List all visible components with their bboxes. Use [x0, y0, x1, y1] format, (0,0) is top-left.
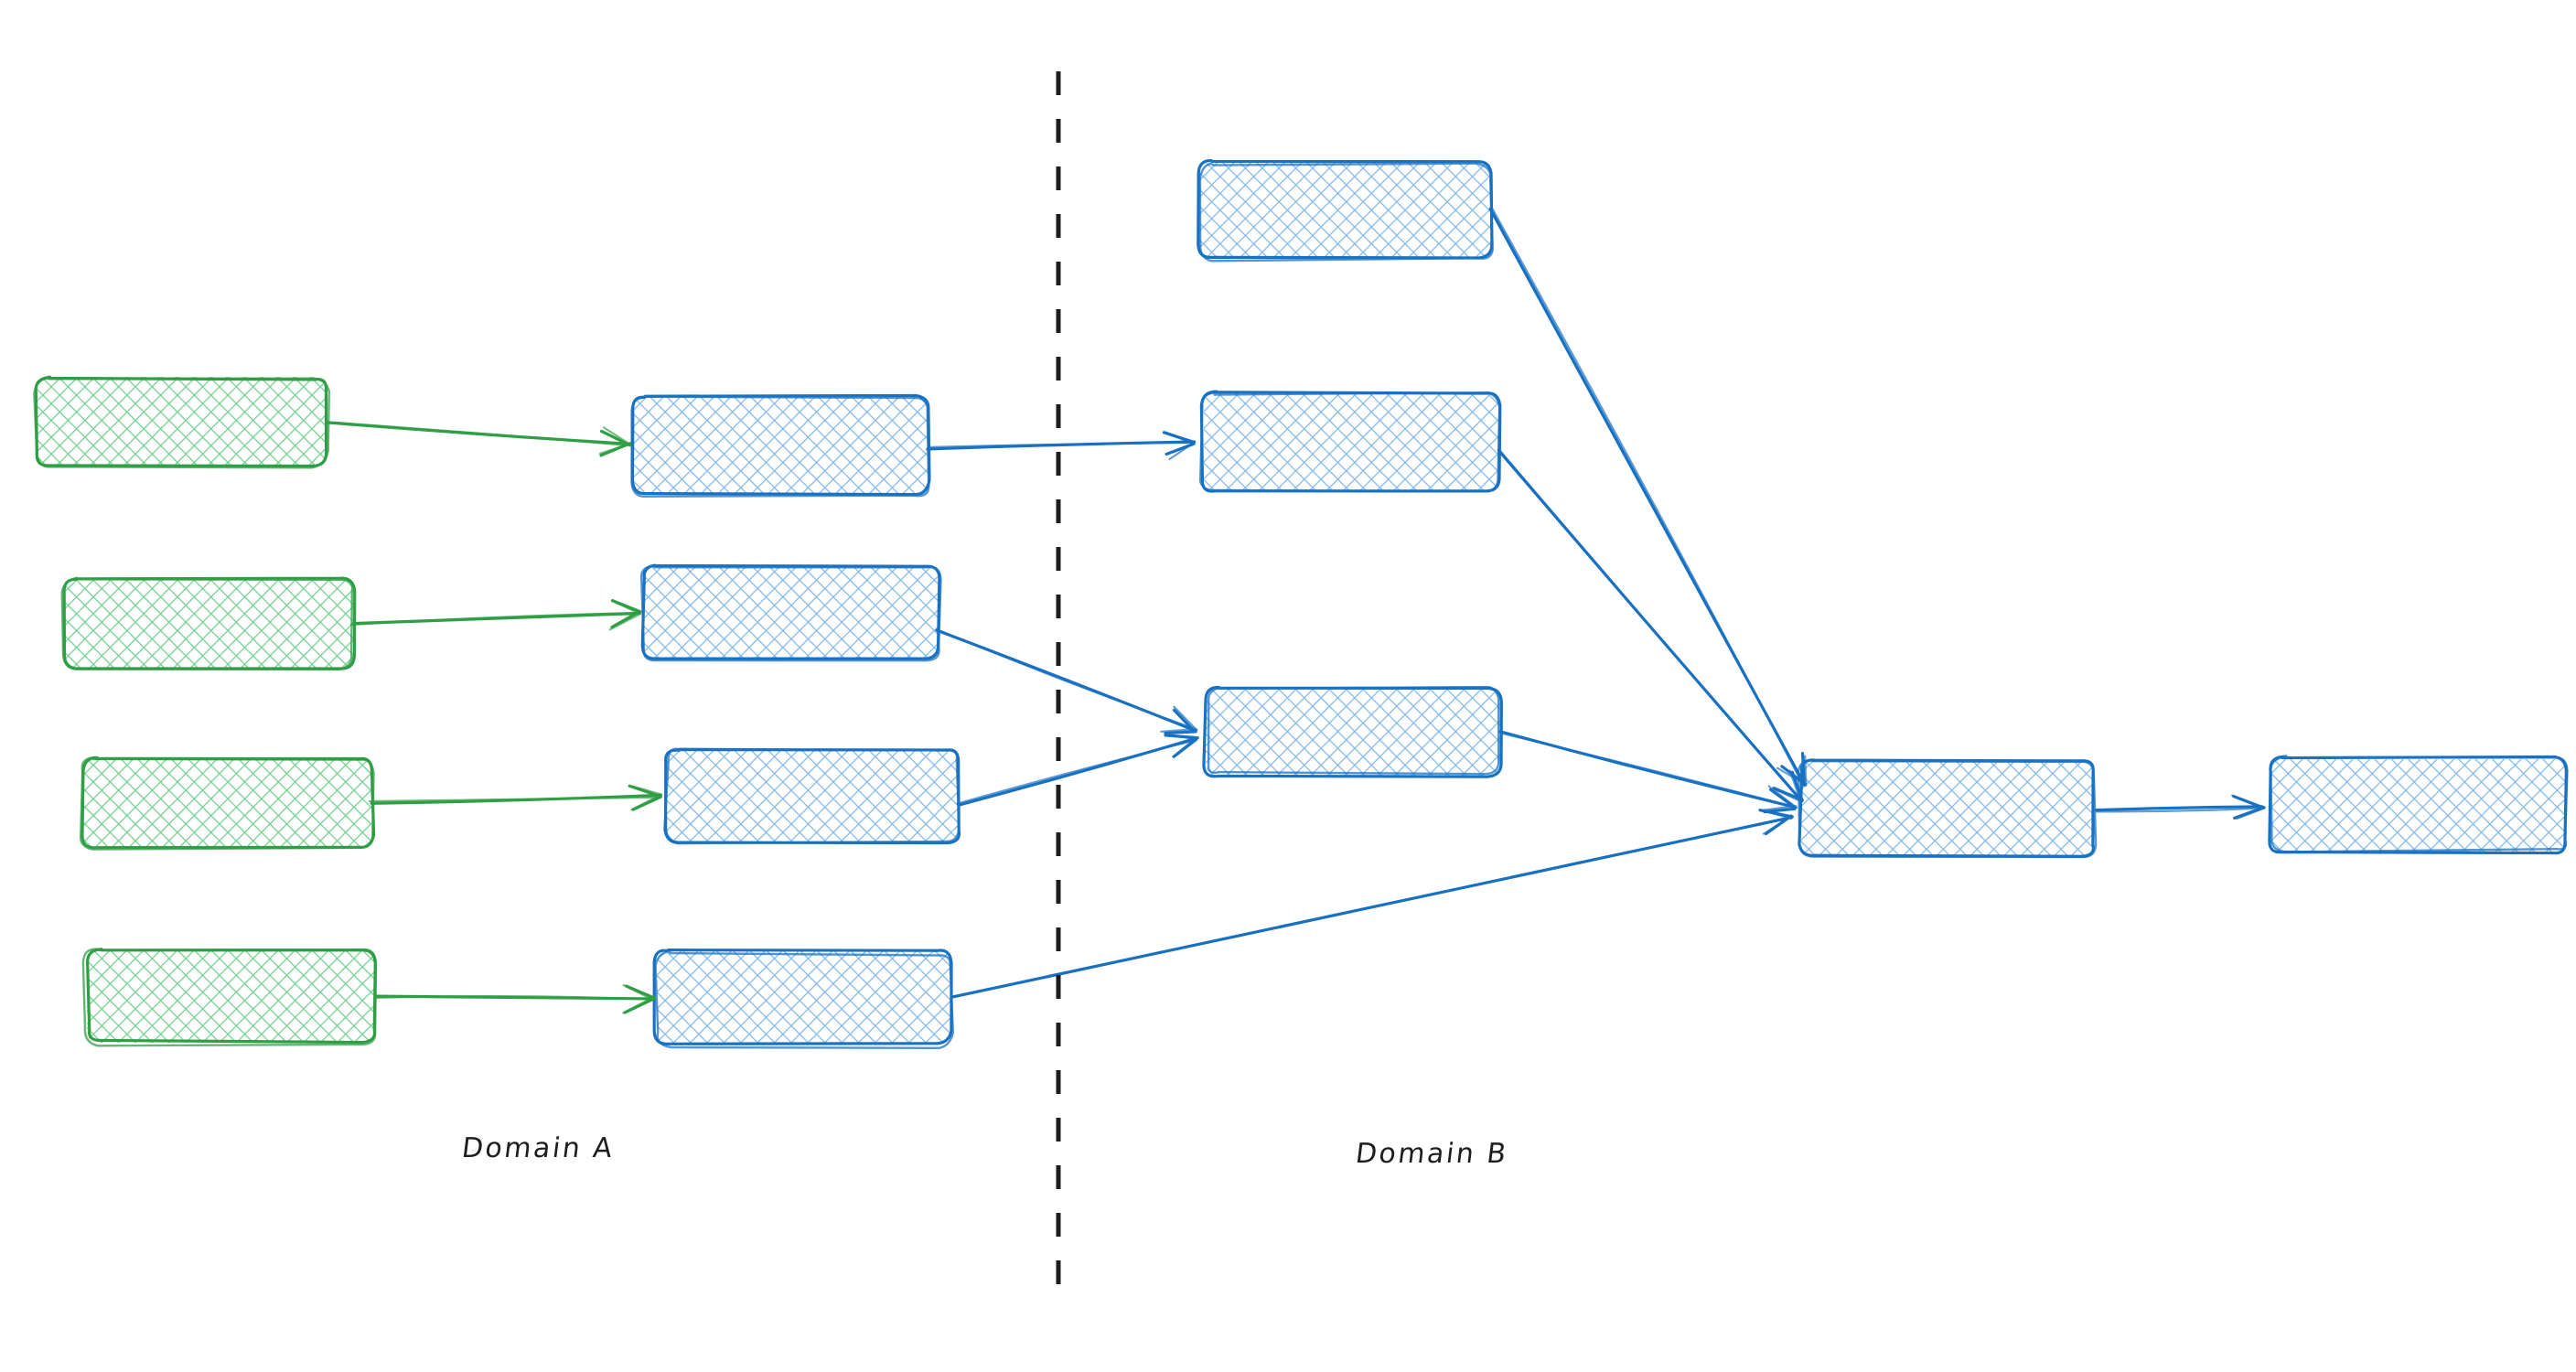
nodes-layer — [33, 158, 2569, 1050]
edge-arrow-e7[interactable] — [956, 734, 1199, 807]
edge-arrow-e10[interactable] — [1497, 448, 1804, 802]
edge-arrow-e3[interactable] — [368, 784, 663, 811]
edges-layer — [324, 206, 2266, 1014]
node-box-a-mid-3[interactable] — [663, 747, 961, 845]
node-box-a-mid-1[interactable] — [630, 393, 931, 498]
node-box-a-src-1[interactable] — [33, 375, 330, 469]
domain-a-label: Domain A — [459, 1132, 617, 1164]
edge-arrow-e1[interactable] — [324, 421, 633, 457]
edge-arrow-e4[interactable] — [374, 984, 656, 1014]
node-box-b-mid[interactable] — [1198, 390, 1502, 493]
node-box-a-mid-4[interactable] — [652, 949, 955, 1050]
node-box-a-mid-2[interactable] — [639, 563, 942, 662]
edge-arrow-e11[interactable] — [1498, 730, 1798, 814]
edge-arrow-e2[interactable] — [349, 599, 642, 631]
node-box-b-out[interactable] — [2268, 755, 2569, 855]
edge-arrow-e8[interactable] — [950, 809, 1794, 999]
node-box-b-low[interactable] — [1202, 685, 1503, 778]
edge-arrow-e9[interactable] — [1488, 206, 1808, 787]
edge-arrow-e5[interactable] — [926, 431, 1197, 460]
node-box-b-merge[interactable] — [1797, 758, 2098, 859]
node-box-b-top[interactable] — [1197, 158, 1494, 263]
node-box-a-src-3[interactable] — [79, 756, 376, 851]
edge-arrow-e12[interactable] — [2095, 794, 2266, 820]
domain-b-label: Domain B — [1353, 1138, 1510, 1170]
node-box-a-src-2[interactable] — [60, 576, 357, 671]
edge-arrow-e6[interactable] — [935, 628, 1198, 735]
node-box-a-src-4[interactable] — [81, 948, 378, 1047]
